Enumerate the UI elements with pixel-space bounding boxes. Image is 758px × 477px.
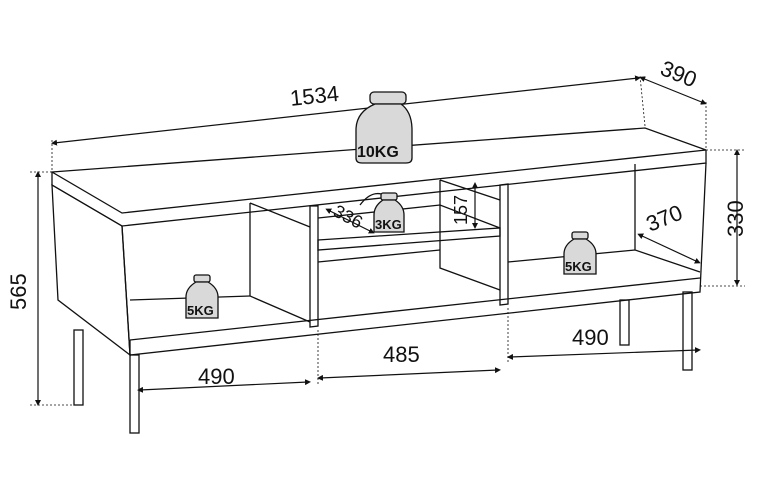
svg-text:5KG: 5KG [187, 303, 214, 318]
svg-text:10KG: 10KG [357, 144, 399, 161]
cabinet [49, 127, 707, 434]
weight-icon-5kg-right: 5KG [563, 231, 597, 275]
legs [73, 291, 693, 434]
divider-right [499, 183, 509, 306]
dimension-lines [30, 75, 745, 406]
body-height-label: 330 [723, 200, 748, 237]
right-width-label: 490 [572, 325, 609, 350]
shelf-depth-label: 336 [330, 201, 366, 233]
weight-icon-5kg-left: 5KG [185, 274, 219, 319]
weight-icon-10kg: 10KG [355, 91, 413, 164]
svg-text:5KG: 5KG [565, 259, 592, 274]
weight-icon-3kg: 3KG [359, 192, 405, 233]
middle-shelf [317, 227, 501, 251]
divider-left [309, 205, 319, 328]
svg-text:3KG: 3KG [375, 217, 402, 232]
shelf-height-label: 157 [451, 195, 471, 225]
bottom-panel-line [129, 277, 701, 341]
left-width-label: 490 [198, 364, 235, 389]
front-frame [121, 162, 707, 356]
middle-width-label: 485 [383, 342, 420, 367]
side-depth-label: 370 [643, 200, 686, 237]
width-label: 1534 [289, 81, 340, 111]
total-height-label: 565 [6, 273, 31, 310]
